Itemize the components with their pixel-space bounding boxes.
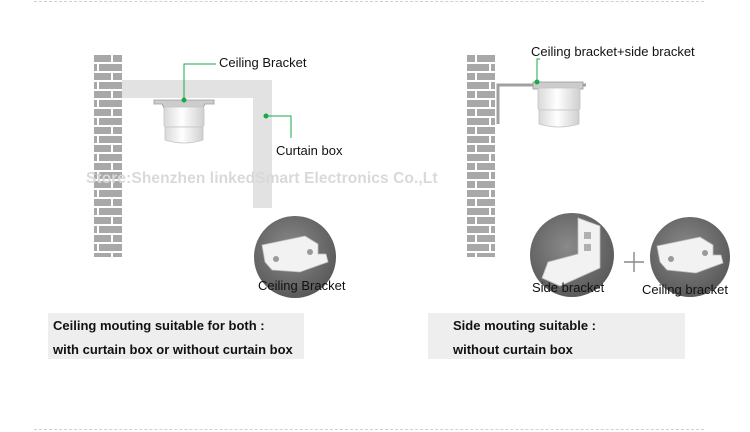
plus-sign	[624, 252, 644, 272]
bottom-divider	[34, 429, 704, 430]
left-motor	[163, 106, 205, 144]
left-leader-curtain-box	[263, 113, 292, 138]
label-curtain-box: Curtain box	[276, 143, 343, 158]
right-ceiling-bracket-photo	[650, 217, 730, 297]
right-leader-combo	[534, 58, 540, 85]
right-motor	[537, 87, 581, 128]
caption-ceiling-line2: with curtain box or without curtain box	[53, 342, 293, 357]
left-leader-ceiling-bracket	[181, 63, 216, 103]
caption-side-mounting: Side mouting suitable : without curtain …	[428, 313, 685, 359]
label-ceiling-bracket: Ceiling Bracket	[219, 55, 307, 70]
label-photo-ceiling-bracket: Ceiling Bracket	[258, 278, 346, 293]
label-photo-side-bracket: Side bracket	[532, 280, 605, 295]
left-ceiling-bracket-photo	[254, 216, 336, 298]
left-curtain-box	[122, 80, 272, 208]
top-divider	[34, 1, 704, 2]
right-brick-wall	[467, 55, 495, 257]
left-brick-wall	[94, 55, 122, 257]
label-ceiling-plus-side-bracket: Ceiling bracket+side bracket	[531, 44, 695, 59]
label-photo-ceiling-bracket-right: Ceiling bracket	[642, 282, 728, 297]
caption-ceiling-line1: Ceiling mouting suitable for both :	[53, 318, 265, 333]
caption-ceiling-mounting: Ceiling mouting suitable for both : with…	[48, 313, 304, 359]
caption-side-line2: without curtain box	[453, 342, 573, 357]
right-side-bracket-photo	[530, 213, 614, 297]
caption-side-line1: Side mouting suitable :	[453, 318, 597, 333]
store-watermark: Store:Shenzhen linkedSmart Electronics C…	[86, 170, 438, 187]
